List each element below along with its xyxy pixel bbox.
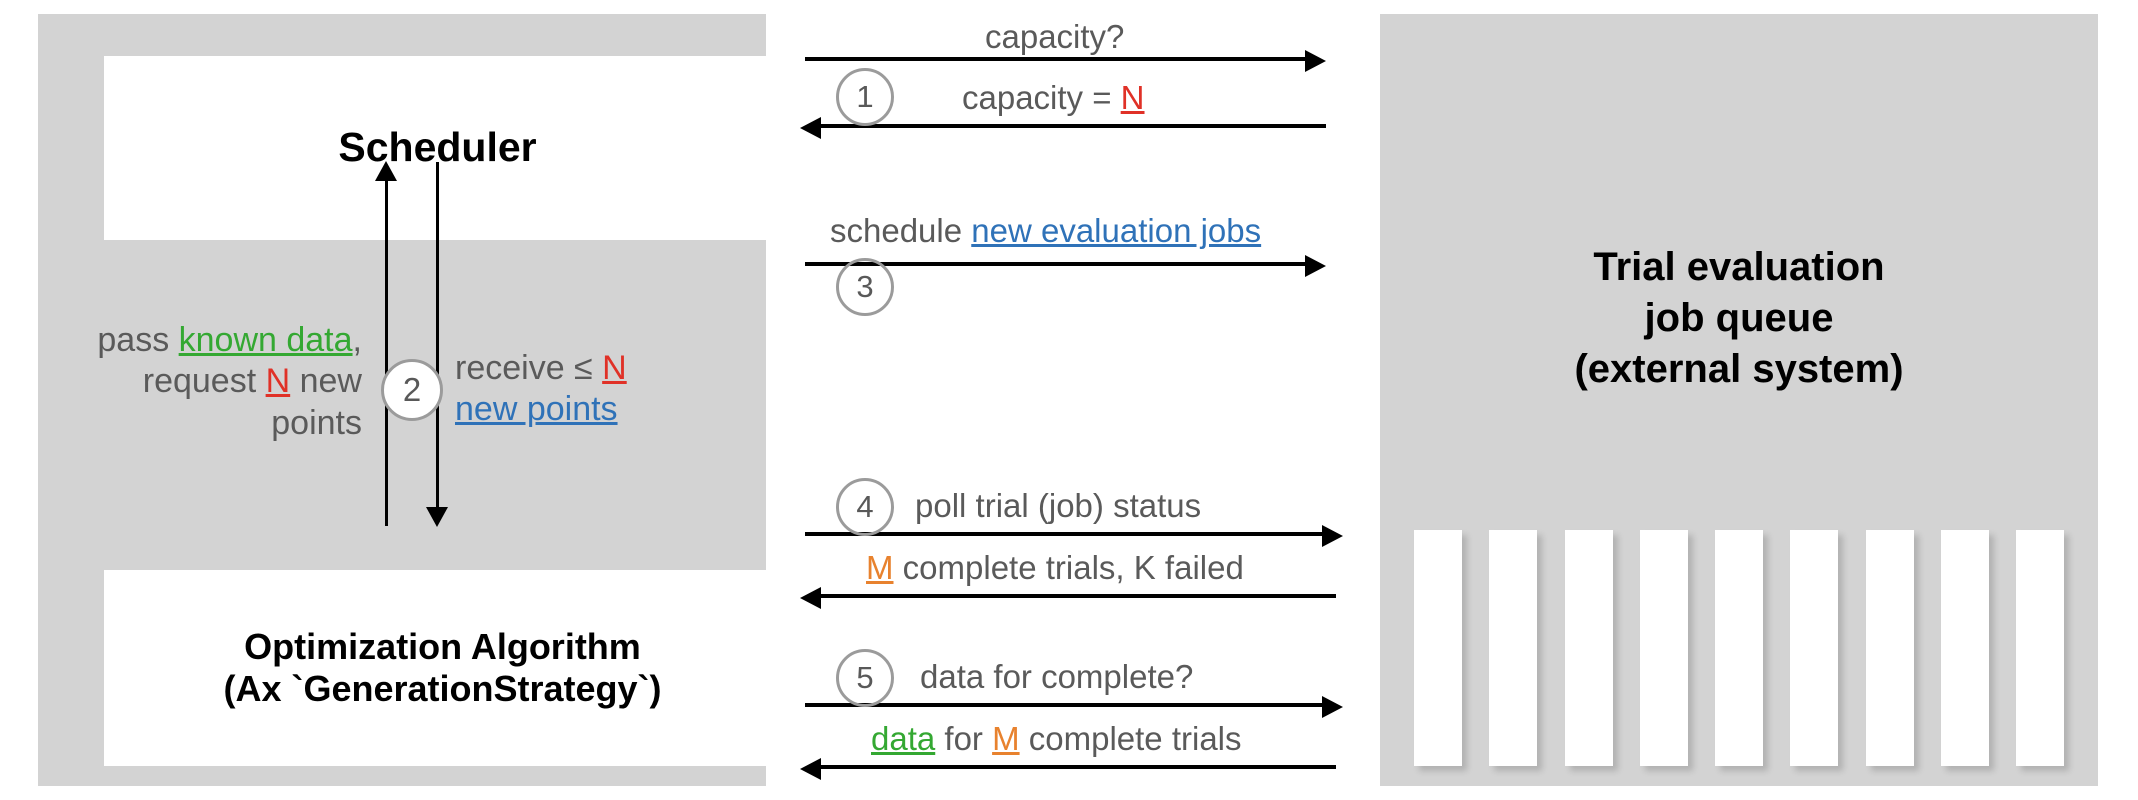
seq5-response-suffix: complete trials (1019, 720, 1242, 757)
step-badge-2-label: 2 (402, 371, 422, 408)
job-queue-panel: Trial evaluation job queue (external sys… (1380, 14, 2098, 786)
seq1-request-label: capacity? (985, 18, 1124, 56)
arrow-down-shaft (436, 162, 439, 508)
step-badge-2: 2 (381, 359, 443, 421)
queue-bar (1489, 530, 1538, 766)
seq4-response-arrowhead (800, 587, 821, 609)
seq1-request-arrowhead (1305, 50, 1326, 72)
seq5-request-arrowhead (1322, 696, 1343, 718)
seq4-response-label: M complete trials, K failed (866, 549, 1244, 587)
seq4-response-value: M (866, 549, 894, 586)
queue-bar (1564, 530, 1613, 766)
seq5-response-shaft (821, 765, 1336, 769)
optimization-algorithm-box: Optimization Algorithm (Ax `GenerationSt… (104, 570, 781, 766)
job-queue-title-line1: Trial evaluation (1593, 245, 1885, 289)
seq1-request-shaft (805, 57, 1305, 61)
n-token-request: N (265, 362, 291, 401)
n-token-receive: N (602, 349, 627, 387)
queue-bar (1865, 530, 1914, 766)
seq5-response-label: data for M complete trials (871, 720, 1242, 758)
step-badge-5: 5 (836, 649, 894, 707)
step2-down-caption: receive ≤ N new points (455, 348, 755, 431)
seq3-request-prefix: schedule (830, 212, 972, 249)
arrow-up-head (375, 161, 397, 181)
seq1-response-value: N (1120, 79, 1145, 116)
seq1-request-text: capacity? (985, 18, 1125, 55)
seq4-request-arrowhead (1322, 525, 1343, 547)
step-badge-4-label: 4 (856, 489, 874, 524)
queue-bar (1940, 530, 1989, 766)
caption-pass-part4: new (290, 362, 362, 401)
arrow-up-shaft (385, 180, 388, 526)
seq5-response-mid: for (935, 720, 993, 757)
arrow-down-head (426, 507, 448, 527)
queue-bar (1414, 530, 1462, 766)
seq4-response-shaft (821, 594, 1336, 598)
left-panel: Scheduler Optimization Algorithm (Ax `Ge… (38, 14, 781, 786)
queue-bar (1715, 530, 1763, 766)
known-data-link[interactable]: known data (178, 321, 353, 359)
job-queue-title: Trial evaluation job queue (external sys… (1380, 242, 2098, 396)
seq3-request-shaft (805, 262, 1305, 266)
seq4-request-text: poll trial (job) status (915, 487, 1202, 524)
step-badge-4: 4 (836, 478, 894, 536)
seq4-request-label: poll trial (job) status (915, 487, 1201, 525)
seq3-request-label: schedule new evaluation jobs (830, 212, 1261, 250)
job-queue-title-line3: (external system) (1574, 347, 1904, 392)
caption-pass-part3: request (142, 362, 266, 401)
seq4-response-suffix: complete trials, K failed (893, 549, 1244, 586)
caption-receive-part1: receive ≤ (455, 349, 603, 387)
data-link[interactable]: data (871, 720, 936, 757)
seq1-response-arrowhead (800, 117, 821, 139)
step-badge-5-label: 5 (856, 660, 874, 695)
seq3-request-arrowhead (1305, 255, 1326, 277)
seq4-request-shaft (805, 532, 1325, 536)
optimizer-label-line2: (Ax `GenerationStrategy`) (223, 668, 662, 709)
queue-bar (1639, 530, 1688, 766)
queue-bar (2016, 530, 2064, 766)
seq1-response-prefix: capacity = (962, 79, 1121, 116)
caption-pass-part2: , (352, 321, 362, 359)
new-evaluation-jobs-link[interactable]: new evaluation jobs (971, 212, 1262, 249)
optimizer-label-line1: Optimization Algorithm (244, 626, 641, 668)
seq1-response-label: capacity = N (962, 79, 1145, 117)
new-points-link[interactable]: new points (455, 390, 618, 429)
step-badge-3: 3 (836, 258, 894, 316)
step2-up-caption: pass known data, request N new points (62, 320, 362, 444)
seq1-response-shaft (821, 124, 1326, 128)
seq5-request-label: data for complete? (920, 658, 1193, 696)
step-badge-3-label: 3 (856, 269, 874, 304)
seq5-response-value: M (992, 720, 1020, 757)
queue-bar (1790, 530, 1839, 766)
seq5-request-shaft (805, 703, 1325, 707)
job-queue-bars (1414, 530, 2064, 766)
caption-pass-part5: points (271, 403, 362, 442)
caption-pass-part1: pass (97, 321, 179, 359)
job-queue-title-line2: job queue (1644, 296, 1834, 341)
seq5-request-text: data for complete? (920, 658, 1194, 695)
seq5-response-arrowhead (800, 758, 821, 780)
step-badge-1-label: 1 (856, 79, 874, 114)
step-badge-1: 1 (836, 68, 894, 126)
